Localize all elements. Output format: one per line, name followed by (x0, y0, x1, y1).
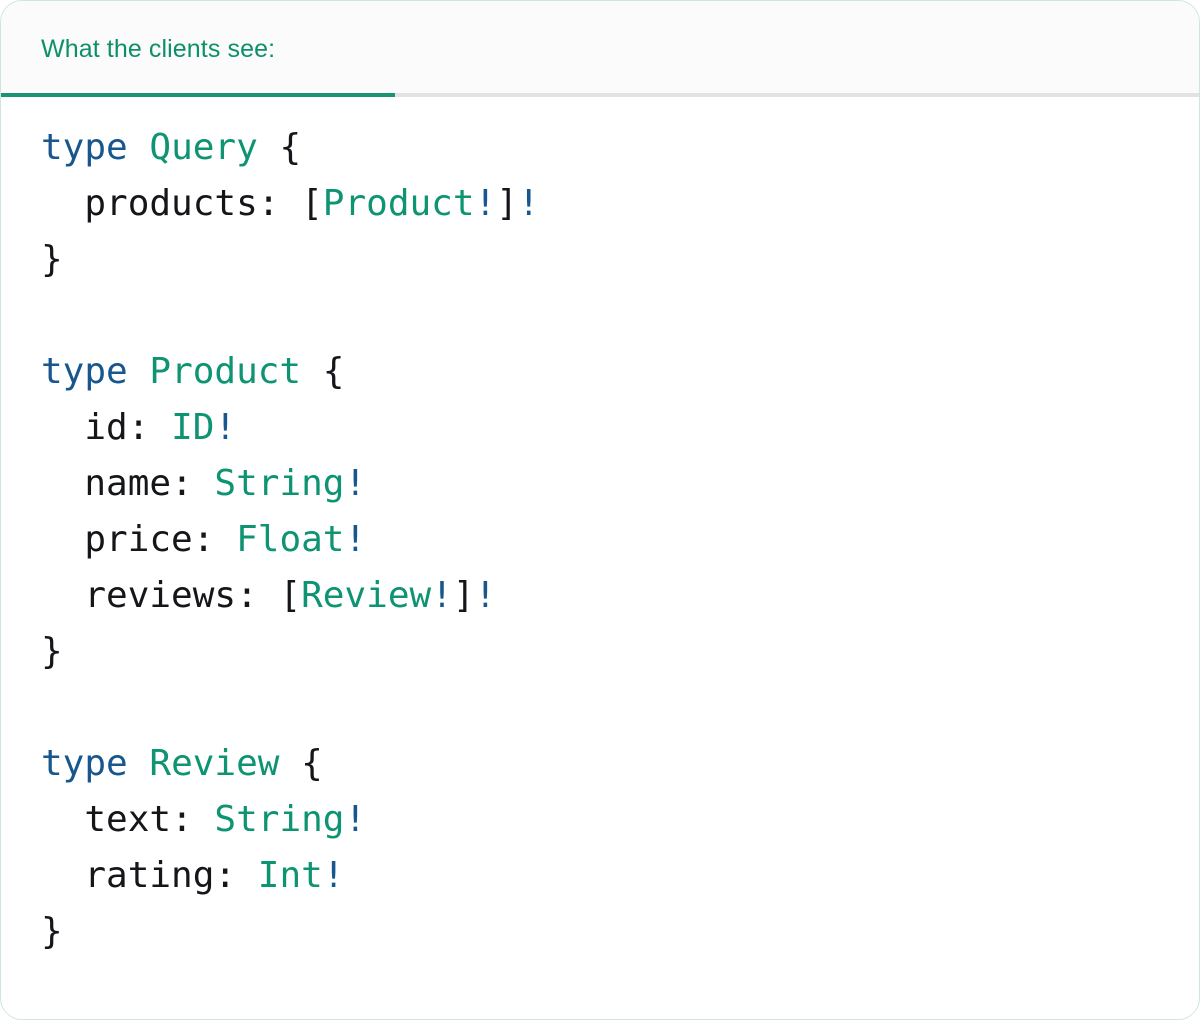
code-token-bang: ! (322, 855, 345, 896)
code-token-field: reviews (84, 575, 237, 616)
code-token-field: rating (84, 855, 215, 896)
code-token-type: ID (171, 407, 215, 448)
code-token-punct: [ (279, 575, 302, 616)
code-line: text: String! (41, 792, 1159, 848)
code-token-bang: ! (474, 575, 497, 616)
code-body: type Query { products: [Product!]!} type… (1, 97, 1199, 1019)
code-line: } (41, 232, 1159, 288)
code-token-punct: : (171, 463, 215, 504)
code-token-keyword: type (41, 743, 128, 784)
code-token-plain (41, 855, 84, 896)
code-token-plain (258, 127, 280, 168)
code-token-plain (41, 407, 84, 448)
code-token-field: text (84, 799, 172, 840)
code-token-punct: } (41, 239, 63, 280)
code-token-typename: Product (149, 351, 302, 392)
code-token-punct: { (322, 351, 345, 392)
code-token-bang: ! (344, 519, 367, 560)
code-token-bang: ! (214, 407, 237, 448)
tab-what-the-clients-see[interactable]: What the clients see: (41, 34, 276, 63)
code-line: products: [Product!]! (41, 176, 1159, 232)
code-token-keyword: type (41, 351, 128, 392)
code-token-plain (128, 743, 150, 784)
code-token-keyword: type (41, 127, 128, 168)
code-token-type: Review (301, 575, 432, 616)
code-token-punct: : (127, 407, 172, 448)
code-token-punct: } (41, 631, 63, 672)
code-token-punct: { (301, 743, 323, 784)
code-token-typename: Review (149, 743, 280, 784)
code-token-plain (41, 575, 84, 616)
code-token-punct: : (214, 855, 258, 896)
code-line: type Query { (41, 120, 1159, 176)
code-token-type: String (214, 463, 345, 504)
code-token-field: name (84, 463, 172, 504)
code-token-type: String (214, 799, 345, 840)
code-token-type: Product (322, 183, 475, 224)
active-tab-underline (1, 93, 395, 97)
code-token-bang: ! (474, 183, 497, 224)
code-token-type: Float (236, 519, 345, 560)
code-line: type Product { (41, 344, 1159, 400)
code-token-typename: Query (149, 127, 258, 168)
code-token-plain (41, 463, 84, 504)
code-token-field: price (84, 519, 193, 560)
code-line: } (41, 904, 1159, 960)
graphql-schema-code[interactable]: type Query { products: [Product!]!} type… (41, 120, 1159, 960)
code-token-bang: ! (344, 463, 367, 504)
code-token-plain (128, 127, 150, 168)
code-token-plain (41, 183, 84, 224)
code-token-punct: : (257, 183, 302, 224)
code-line (41, 680, 1159, 736)
code-token-field: id (84, 407, 128, 448)
code-token-punct: : (236, 575, 280, 616)
code-token-type: Int (257, 855, 323, 896)
code-token-punct: } (41, 911, 63, 952)
code-token-punct: : (171, 799, 215, 840)
code-line: type Review { (41, 736, 1159, 792)
code-line: reviews: [Review!]! (41, 568, 1159, 624)
code-token-bang: ! (517, 183, 540, 224)
code-token-bang: ! (344, 799, 367, 840)
header-divider (1, 93, 1199, 97)
code-token-plain (301, 351, 323, 392)
code-token-plain (128, 351, 150, 392)
code-token-punct: ] (452, 575, 475, 616)
code-line (41, 288, 1159, 344)
code-line: id: ID! (41, 400, 1159, 456)
card-header: What the clients see: (1, 1, 1199, 97)
code-line: } (41, 624, 1159, 680)
code-token-punct: ] (496, 183, 518, 224)
code-line: price: Float! (41, 512, 1159, 568)
code-token-field: products (84, 183, 258, 224)
code-token-plain (279, 743, 301, 784)
code-line: name: String! (41, 456, 1159, 512)
code-token-plain (41, 519, 84, 560)
code-token-bang: ! (431, 575, 453, 616)
code-token-punct: [ (301, 183, 323, 224)
code-token-punct: { (279, 127, 302, 168)
code-line: rating: Int! (41, 848, 1159, 904)
code-token-punct: : (192, 519, 237, 560)
code-token-plain (41, 799, 84, 840)
